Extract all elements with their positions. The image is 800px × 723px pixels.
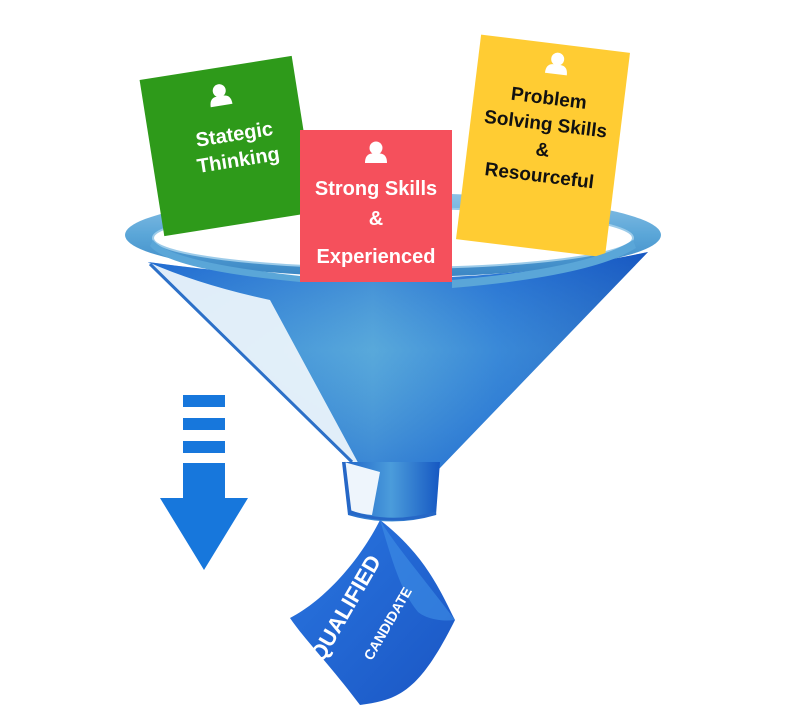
card-strong-skills: Strong Skills & Experienced — [300, 130, 452, 282]
banner-fold — [380, 520, 455, 621]
card-red-line2: & — [369, 208, 383, 230]
card-yellow-line3: & — [534, 139, 550, 162]
funnel-rim-lip-right — [452, 240, 636, 288]
arrow-head — [160, 498, 248, 570]
banner-ribbon — [290, 520, 455, 705]
card-problem-solving: Problem Solving Skills & Resourceful — [456, 34, 630, 258]
arrow-bar-1 — [183, 395, 225, 407]
funnel-spout-highlight — [344, 462, 380, 515]
card-yellow-bg — [456, 34, 630, 258]
down-arrow-icon — [160, 395, 248, 570]
funnel-rim-lip-left — [150, 240, 300, 282]
arrow-shaft — [183, 463, 225, 499]
card-green-bg — [139, 55, 317, 237]
card-red-line1: Strong Skills — [315, 178, 437, 200]
arrow-bar-2 — [183, 418, 225, 430]
card-strategic-thinking: Stategic Thinking — [139, 55, 317, 237]
card-red-line3: Experienced — [317, 246, 436, 268]
qualified-candidate-banner: QUALIFIED CANDIDATE — [290, 520, 455, 705]
arrow-bar-3 — [183, 441, 225, 453]
funnel-spout-edge — [342, 461, 437, 521]
funnel-edge-left — [148, 262, 354, 464]
